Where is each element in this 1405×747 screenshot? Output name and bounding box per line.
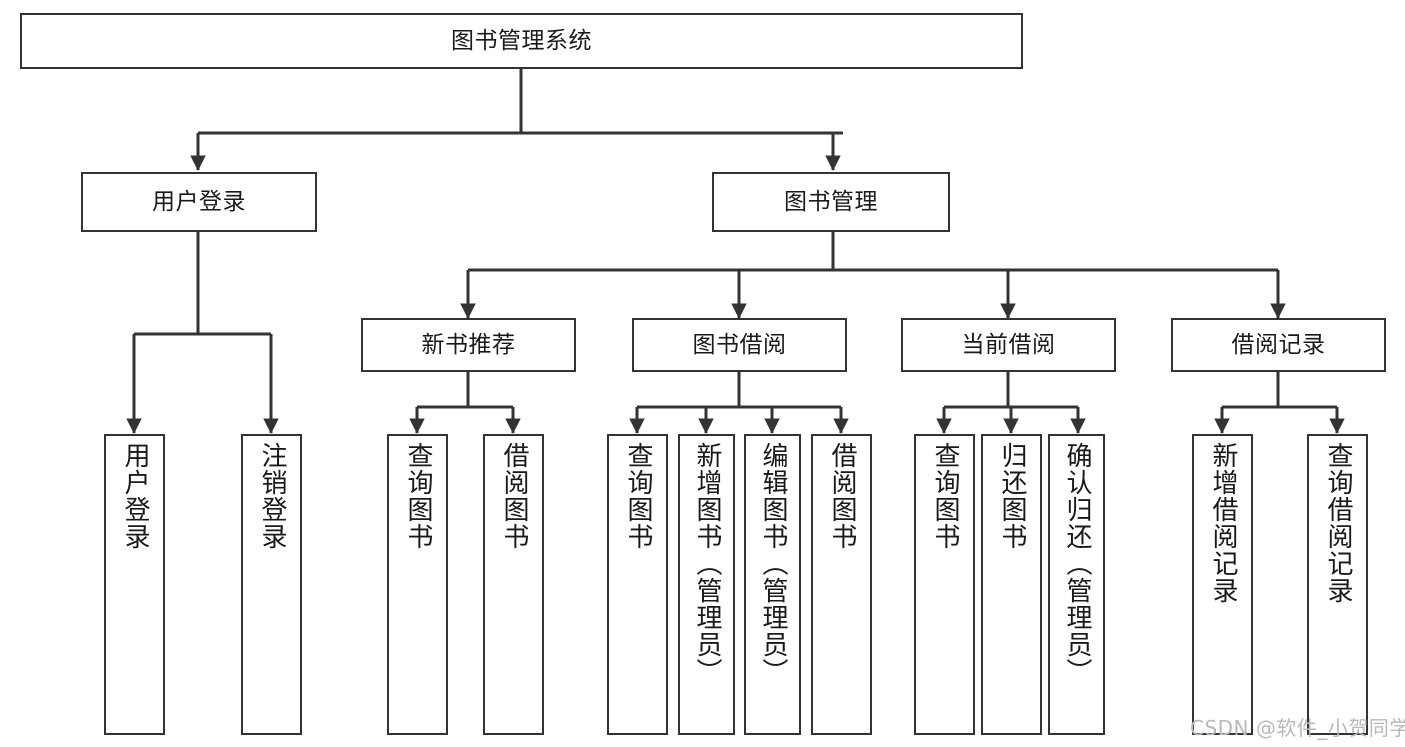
node-label: 查询图书 <box>403 442 434 550</box>
node-leaf-logout[interactable]: 注销登录 <box>241 434 302 735</box>
node-root-book-management-system[interactable]: 图书管理系统 <box>20 13 1023 69</box>
node-label: 图书管理 <box>784 188 878 215</box>
node-leaf-user-login[interactable]: 用户登录 <box>104 434 165 735</box>
node-label: 确认归还（管理员） <box>1062 442 1093 685</box>
node-book-management[interactable]: 图书管理 <box>712 172 950 232</box>
node-label: 新增借阅记录 <box>1208 442 1239 604</box>
csdn-watermark: CSDN @软件_小贺同学 <box>1190 716 1405 740</box>
node-label: 借阅图书 <box>827 442 858 550</box>
node-leaf-add-borrow-record[interactable]: 新增借阅记录 <box>1192 434 1253 735</box>
node-leaf-confirm-return-admin[interactable]: 确认归还（管理员） <box>1048 434 1105 735</box>
node-label: 新书推荐 <box>421 331 516 358</box>
node-borrow-records[interactable]: 借阅记录 <box>1171 318 1386 372</box>
node-label: 查询图书 <box>623 442 654 550</box>
node-leaf-borrow-book-newbook[interactable]: 借阅图书 <box>483 434 544 735</box>
node-leaf-edit-book-admin[interactable]: 编辑图书（管理员） <box>744 434 801 735</box>
node-leaf-query-book-borrow[interactable]: 查询图书 <box>607 434 668 735</box>
node-label: 图书管理系统 <box>451 27 592 54</box>
node-label: 用户登录 <box>120 442 151 550</box>
node-label: 图书借阅 <box>692 331 787 358</box>
node-label: 借阅记录 <box>1231 331 1326 358</box>
node-leaf-return-book[interactable]: 归还图书 <box>981 434 1042 735</box>
node-label: 注销登录 <box>257 442 288 550</box>
node-label: 查询图书 <box>930 442 961 550</box>
node-label: 当前借阅 <box>961 331 1056 358</box>
node-label: 编辑图书（管理员） <box>758 442 789 685</box>
node-leaf-query-book-newbook[interactable]: 查询图书 <box>387 434 448 735</box>
node-label: 归还图书 <box>997 442 1028 550</box>
node-label: 用户登录 <box>152 188 246 215</box>
node-label: 查询借阅记录 <box>1323 442 1354 604</box>
node-leaf-query-book-current[interactable]: 查询图书 <box>914 434 975 735</box>
node-leaf-query-borrow-record[interactable]: 查询借阅记录 <box>1307 434 1368 735</box>
node-label: 借阅图书 <box>499 442 530 550</box>
node-leaf-add-book-admin[interactable]: 新增图书（管理员） <box>678 434 735 735</box>
node-current-borrow[interactable]: 当前借阅 <box>901 318 1116 372</box>
node-book-borrow[interactable]: 图书借阅 <box>632 318 847 372</box>
node-new-book-recommend[interactable]: 新书推荐 <box>361 318 576 372</box>
node-user-login[interactable]: 用户登录 <box>81 172 317 232</box>
node-label: 新增图书（管理员） <box>692 442 723 685</box>
node-leaf-borrow-book-borrow[interactable]: 借阅图书 <box>811 434 872 735</box>
